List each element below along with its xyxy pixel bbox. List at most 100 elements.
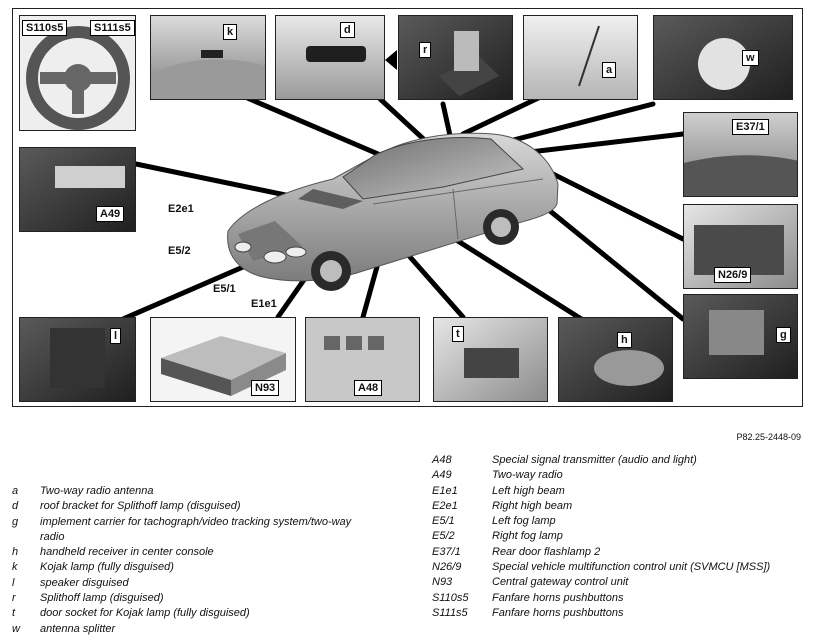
callout-h: h [617, 332, 632, 348]
kojak-lamp-photo: k [150, 15, 266, 100]
legend-entry: a Two-way radio antenna [12, 484, 392, 499]
callout-t: t [452, 326, 464, 342]
legend-description: Fanfare horns pushbuttons [492, 606, 624, 619]
center-console-receiver-photo: h [558, 317, 673, 402]
legend-description: Special vehicle multifunction control un… [492, 561, 771, 574]
legend-entry: E37/1 Rear door flashlamp 2 [432, 545, 807, 560]
callout-e1e1: E1e1 [251, 298, 277, 310]
legend-entry: d roof bracket for Splithoff lamp (disgui… [12, 499, 392, 514]
steering-wheel-photo: S110s5 S111s5 [19, 15, 136, 131]
callout-k: k [223, 24, 238, 40]
diagram-artwork [120, 50, 686, 342]
legend-key: l [12, 576, 15, 589]
legend-entry: E5/1 Left fog lamp [432, 514, 807, 529]
speaker-photo: l [19, 317, 136, 402]
legend-right: A48 Special signal transmitter (audio and… [432, 453, 807, 621]
diagram-figure: S110s5 S111s5 k d r a w A49 E37/1 N26/9 … [12, 8, 803, 407]
legend-key: g [12, 515, 19, 528]
legend-entry: A49 Two-way radio [432, 468, 807, 483]
legend-entry: E2e1 Right high beam [432, 499, 807, 514]
legend-entry: N26/9 Special vehicle multifunction contr… [432, 560, 807, 575]
legend-entry: w antenna splitter [12, 622, 392, 637]
legend-key: A49 [432, 469, 452, 482]
legend-description: Fanfare horns pushbuttons [492, 591, 624, 604]
legend-description: handheld receiver in center console [40, 546, 214, 559]
callout-e5-2: E5/2 [168, 245, 191, 257]
legend-description: implement carrier for tachograph/video t… [40, 515, 352, 543]
rear-door-flashlamp-photo: E37/1 [683, 112, 798, 197]
two-way-radio-photo: A49 [19, 147, 136, 232]
door-socket-photo: t [433, 317, 548, 402]
legend-description: Rear door flashlamp 2 [492, 545, 601, 558]
callout-n93: N93 [251, 380, 280, 396]
legend-entry: h handheld receiver in center console [12, 545, 392, 560]
legend-key: N93 [432, 576, 453, 589]
callout-r: r [419, 42, 432, 58]
legend-entry: A48 Special signal transmitter (audio and… [432, 453, 807, 468]
legend-description: Central gateway control unit [492, 576, 629, 589]
svmcu-photo: N26/9 [683, 204, 798, 289]
legend-key: r [12, 592, 16, 605]
legend-entry: l speaker disguised [12, 576, 392, 591]
legend-key: E1e1 [432, 484, 458, 497]
legend-description: roof bracket for Splithoff lamp (disguis… [40, 500, 241, 513]
callout-s110s5: S110s5 [22, 20, 68, 36]
legend-entry: g implement carrier for tachograph/video … [12, 515, 392, 546]
legend-entry: S111s5 Fanfare horns pushbuttons [432, 606, 807, 621]
callout-e2e1: E2e1 [168, 203, 194, 215]
callout-e37-1: E37/1 [732, 119, 769, 135]
legend-description: Splithoff lamp (disguised) [40, 592, 164, 605]
legend-key: S111s5 [432, 606, 468, 619]
antenna-photo: a [523, 15, 638, 100]
legend-description: Left fog lamp [492, 515, 556, 528]
legend-entry: r Splithoff lamp (disguised) [12, 591, 392, 606]
legend-description: Special signal transmitter (audio and li… [492, 454, 697, 466]
implement-carrier-photo: g [683, 294, 798, 379]
legend-key: E37/1 [432, 545, 461, 558]
callout-g: g [776, 327, 791, 343]
figure-reference: P82.25-2448-09 [736, 432, 801, 442]
legend-key: w [12, 622, 20, 635]
legend-entry: t door socket for Kojak lamp (fully disgu… [12, 606, 392, 621]
legend-description: antenna splitter [40, 622, 116, 635]
legend-left: a Two-way radio antenna d roof bracket for … [12, 484, 392, 637]
callout-s111s5: S111s5 [90, 20, 135, 36]
callout-d: d [340, 22, 355, 38]
callout-a49: A49 [96, 206, 125, 222]
callout-l: l [110, 328, 122, 344]
antenna-splitter-photo: w [653, 15, 793, 100]
legend-key: h [12, 546, 19, 559]
legend-key: A48 [432, 454, 452, 466]
callout-a: a [602, 62, 617, 78]
callout-a48: A48 [354, 380, 383, 396]
legend-key: S110s5 [432, 591, 469, 604]
legend-key: E2e1 [432, 499, 458, 512]
legend-key: N26/9 [432, 561, 462, 574]
callout-w: w [742, 50, 759, 66]
callout-n26-9: N26/9 [714, 267, 752, 283]
legend-key: E5/2 [432, 530, 455, 543]
legend-key: E5/1 [432, 515, 455, 528]
legend-entry: N93 Central gateway control unit [432, 575, 807, 590]
legend-key: d [12, 500, 19, 513]
legend-key: a [12, 485, 19, 497]
legend-description: door socket for Kojak lamp (fully disgui… [40, 607, 250, 620]
legend-entry: S110s5 Fanfare horns pushbuttons [432, 591, 807, 606]
legend-description: Right fog lamp [492, 530, 563, 543]
vehicle-illustration [227, 132, 559, 291]
roof-bracket-photo: d [275, 15, 385, 100]
legend-description: speaker disguised [40, 576, 129, 589]
legend-entry: E1e1 Left high beam [432, 484, 807, 499]
signal-transmitter-photo: A48 [305, 317, 420, 402]
callout-e5-1: E5/1 [213, 283, 236, 295]
legend-key: t [12, 607, 16, 620]
gateway-control-unit-photo: N93 [150, 317, 296, 402]
legend-description: Left high beam [492, 484, 565, 497]
legend-description: Right high beam [492, 499, 573, 512]
legend-entry: E5/2 Right fog lamp [432, 529, 807, 544]
legend-description: Two-way radio antenna [40, 485, 154, 497]
legend-key: k [12, 561, 18, 574]
legend-description: Two-way radio [492, 469, 563, 482]
splithoff-lamp-photo: r [398, 15, 513, 100]
